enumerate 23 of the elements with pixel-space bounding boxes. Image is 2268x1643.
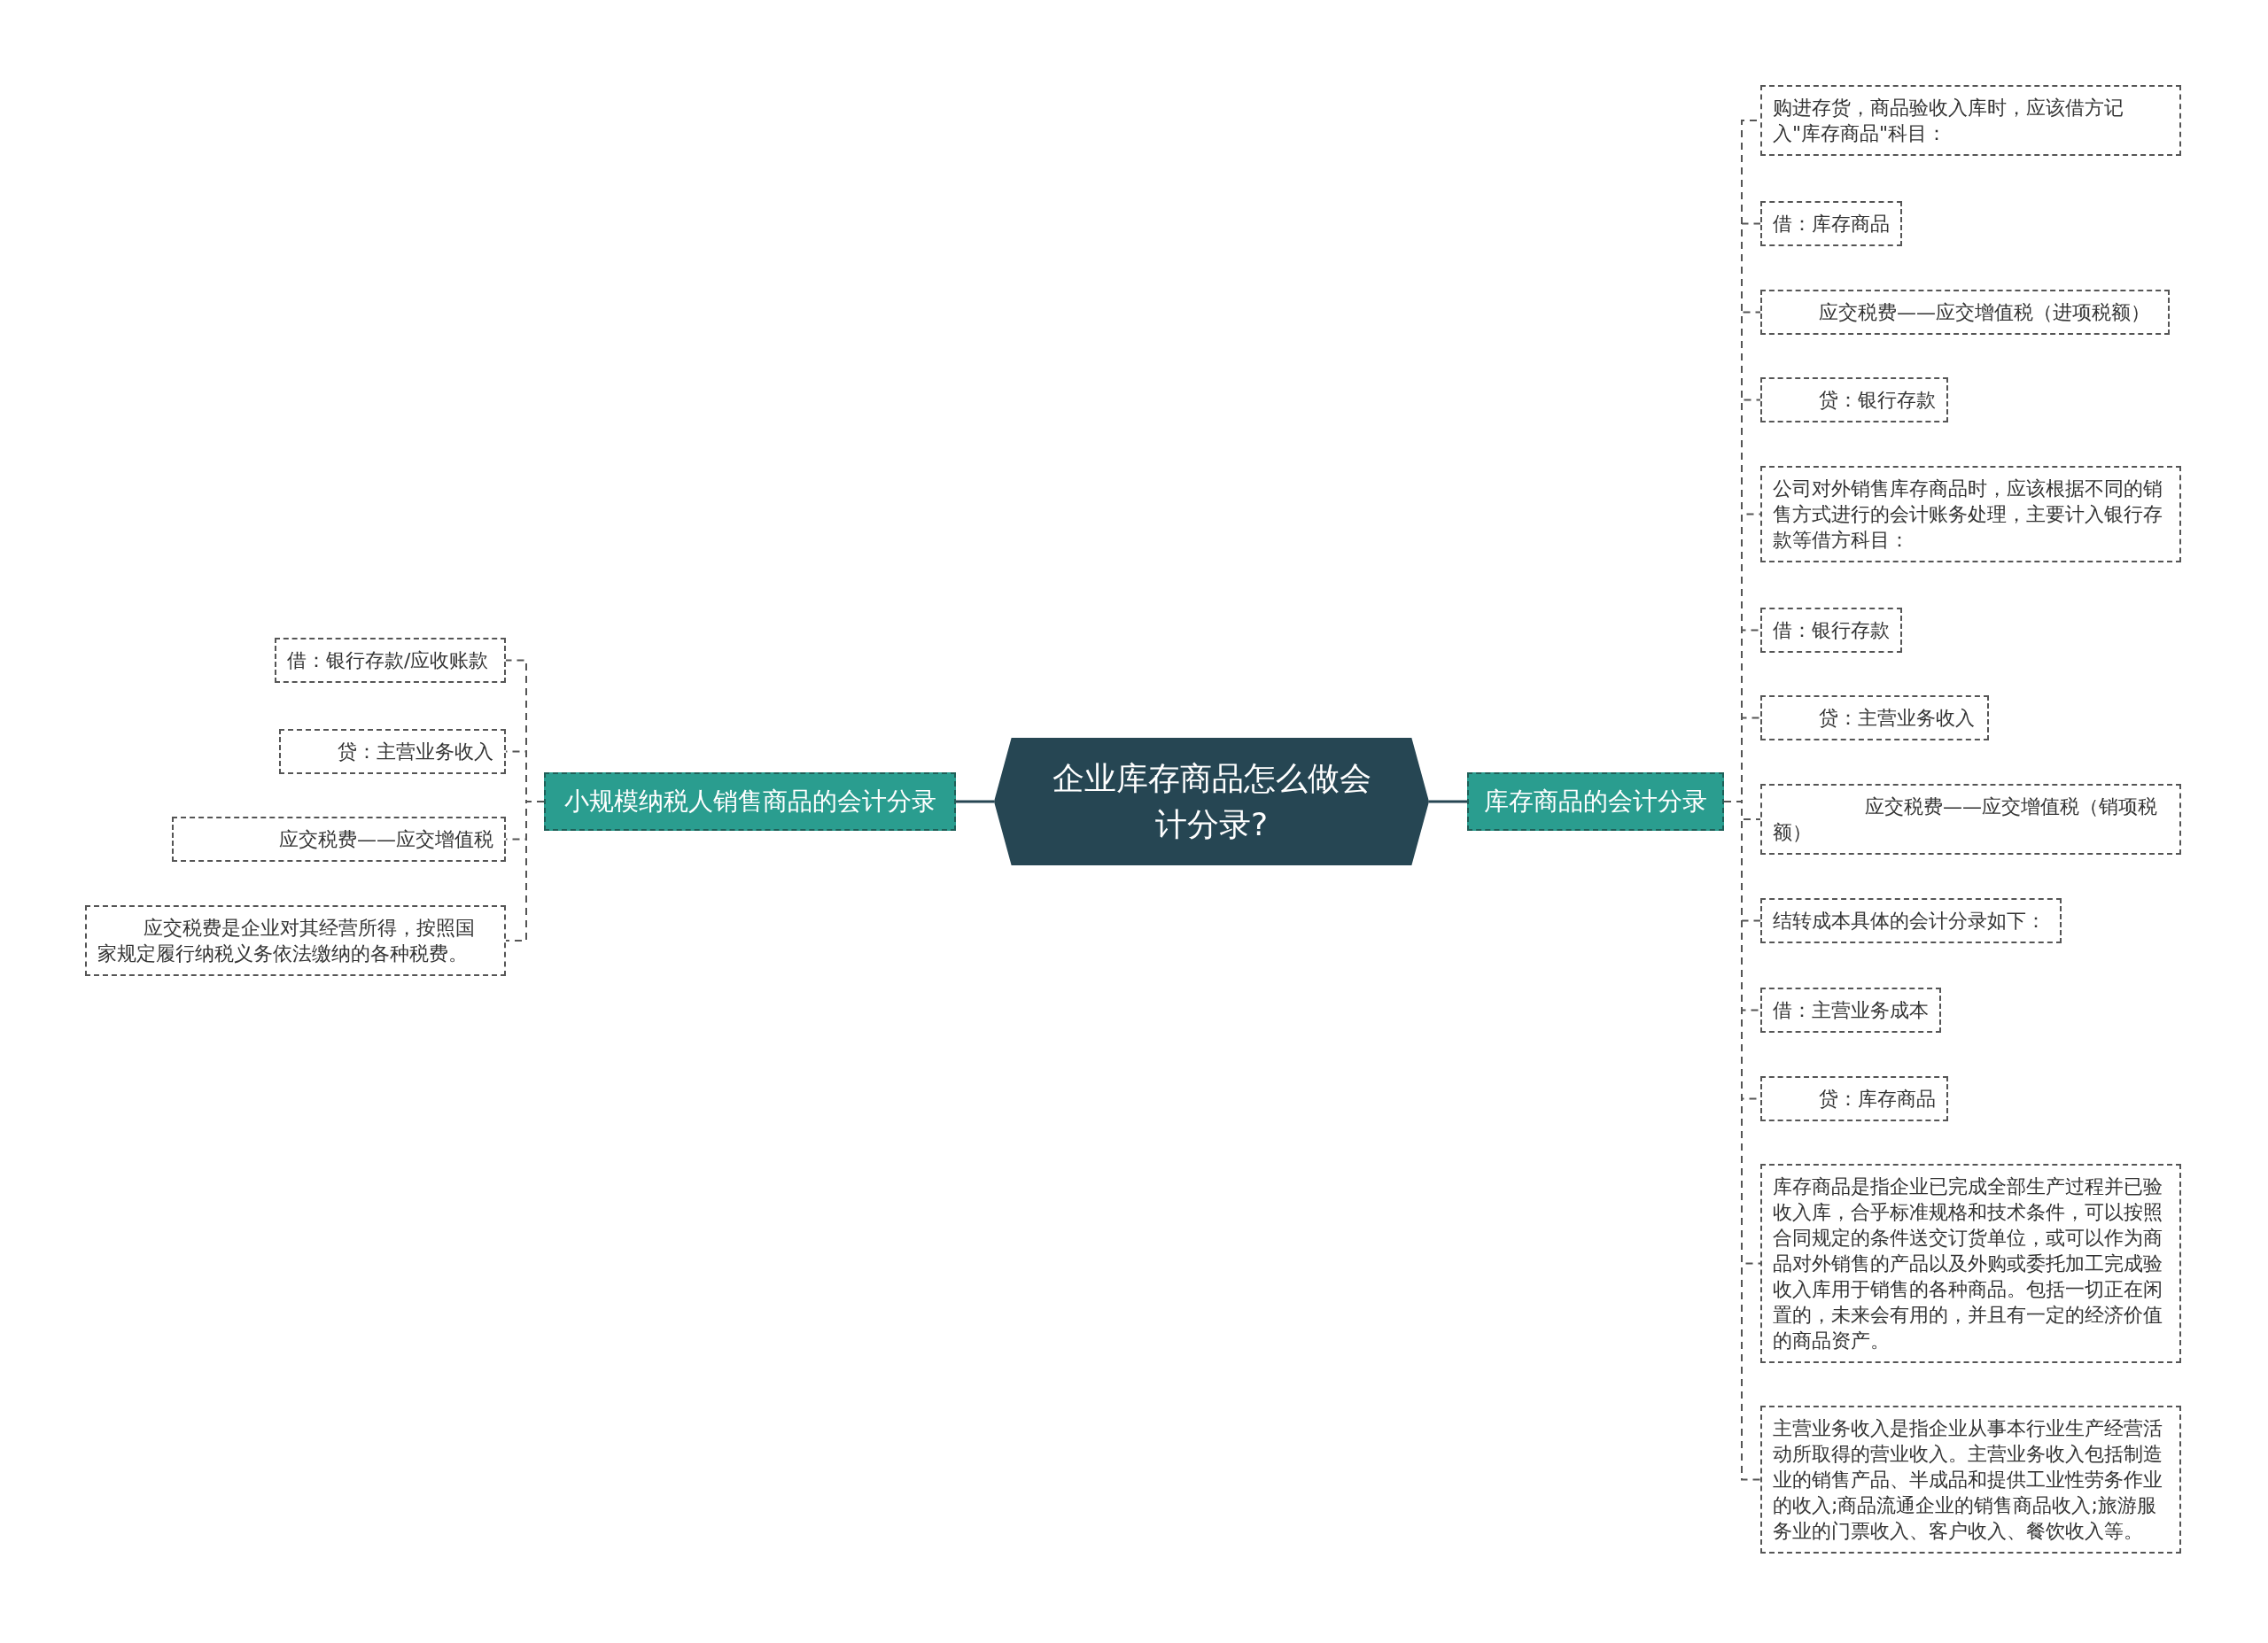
note-box: 借：库存商品 [1760,201,1902,246]
note-box: 主营业务收入是指企业从事本行业生产经营活动所取得的营业收入。主营业务收入包括制造业的销售产品、半成品和提供工业性劳务作业的收入;商品流通企业的销售商品收入;旅游服务业的门票收入、客户收入、餐饮收入等。 [1760,1406,2181,1554]
note-box: 贷：银行存款 [1760,377,1948,422]
note-box: 贷：主营业务收入 [279,729,506,774]
note-box: 购进存货，商品验收入库时，应该借方记入"库存商品"科目： [1760,85,2181,156]
connector-line [1429,800,1467,803]
note-box: 应交税费——应交增值税（进项税额） [1760,290,2170,335]
note-box: 应交税费是企业对其经营所得，按照国家规定履行纳税义务依法缴纳的各种税费。 [85,905,506,976]
note-box: 应交税费——应交增值税（销项税额） [1760,784,2181,855]
connector-line [505,801,545,942]
note-box: 库存商品是指企业已完成全部生产过程并已验收入库，合乎标准规格和技术条件，可以按照合同规定的条件送交订货单位，或可以作为商品对外销售的产品以及外购或委托加工完成验收入库用于销售的各种商品。包括一切正在闲置的，未来会有用的，并且有一定的经济价值的商品资产。 [1760,1164,2181,1363]
topic-hexagon: 企业库存商品怎么做会计分录? [994,738,1429,865]
branch-box: 库存商品的会计分录 [1467,772,1724,831]
note-box: 贷：主营业务收入 [1760,695,1989,740]
note-box: 借：银行存款/应收账款 [275,638,506,683]
note-box: 贷：库存商品 [1760,1076,1948,1121]
note-box: 应交税费——应交增值税 [172,817,506,862]
note-box: 公司对外销售库存商品时，应该根据不同的销售方式进行的会计账务处理，主要计入银行存款等借方科目： [1760,466,2181,562]
note-box: 借：银行存款 [1760,608,1902,653]
branch-box: 小规模纳税人销售商品的会计分录 [544,772,956,831]
note-box: 借：主营业务成本 [1760,988,1941,1033]
note-box: 结转成本具体的会计分录如下： [1760,898,2062,943]
connector-line [956,800,994,803]
